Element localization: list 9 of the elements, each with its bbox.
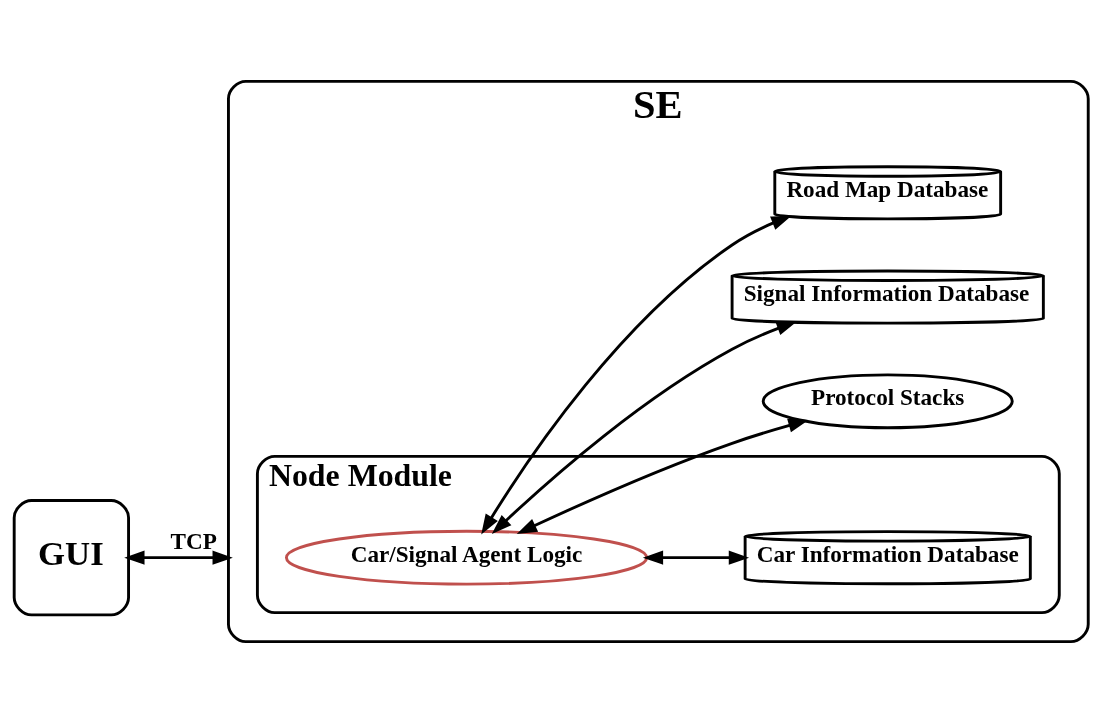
node-box: GUI xyxy=(12,498,130,616)
arrow xyxy=(124,550,233,565)
node-ellipse: Car/Signal Agent Logic xyxy=(285,529,649,586)
arrow xyxy=(516,418,809,534)
node-ellipse: Protocol Stacks xyxy=(761,372,1014,429)
arrow xyxy=(481,215,792,535)
arrow xyxy=(491,320,797,534)
edge-label: TCP xyxy=(170,527,217,554)
arrow xyxy=(642,550,750,565)
